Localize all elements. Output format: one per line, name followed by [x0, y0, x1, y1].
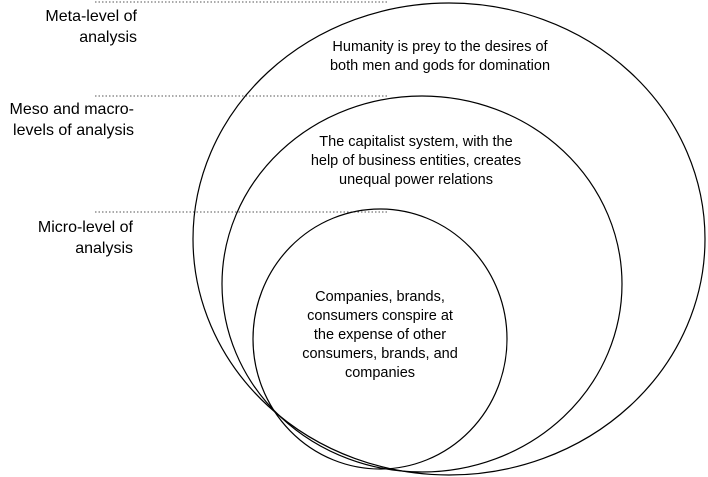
meta-level-label: Meta-level of analysis — [45, 6, 137, 48]
micro-level-label-line1: Micro-level of — [37, 219, 133, 236]
meso-macro-level-label-line2: levels of analysis — [13, 122, 134, 139]
micro-level-text-line2: consumers conspire at — [307, 308, 453, 324]
meta-level-label-line1: Meta-level of — [45, 8, 137, 25]
meta-level-text-line1: Humanity is prey to the desires of — [332, 39, 548, 55]
meso-macro-level-ellipse — [221, 95, 623, 473]
meso-macro-level-text: The capitalist system, with the help of … — [296, 133, 536, 190]
meta-level-ellipse — [192, 2, 706, 476]
meso-macro-level-label: Meso and macro- levels of analysis — [10, 99, 135, 141]
micro-level-text-line5: companies — [344, 365, 416, 381]
meso-macro-level-label-line1: Meso and macro- — [9, 101, 135, 118]
meta-level-label-line2: analysis — [79, 29, 137, 46]
micro-level-text-line1: Companies, brands, — [315, 289, 445, 305]
micro-level-text-line4: consumers, brands, and — [302, 346, 458, 362]
meso-macro-level-text-line1: The capitalist system, with the — [319, 134, 513, 150]
micro-level-label: Micro-level of analysis — [38, 217, 133, 259]
meso-macro-level-text-line2: help of business entities, creates — [310, 153, 522, 169]
meso-macro-level-text-line3: unequal power relations — [339, 172, 493, 188]
micro-level-label-line2: analysis — [75, 240, 133, 257]
micro-level-text-line3: the expense of other — [313, 327, 447, 343]
meta-level-text: Humanity is prey to the desires of both … — [320, 38, 560, 76]
micro-level-text: Companies, brands, consumers conspire at… — [295, 288, 465, 383]
micro-level-ellipse — [252, 208, 508, 470]
meta-level-text-line2: both men and gods for domination — [329, 58, 551, 74]
